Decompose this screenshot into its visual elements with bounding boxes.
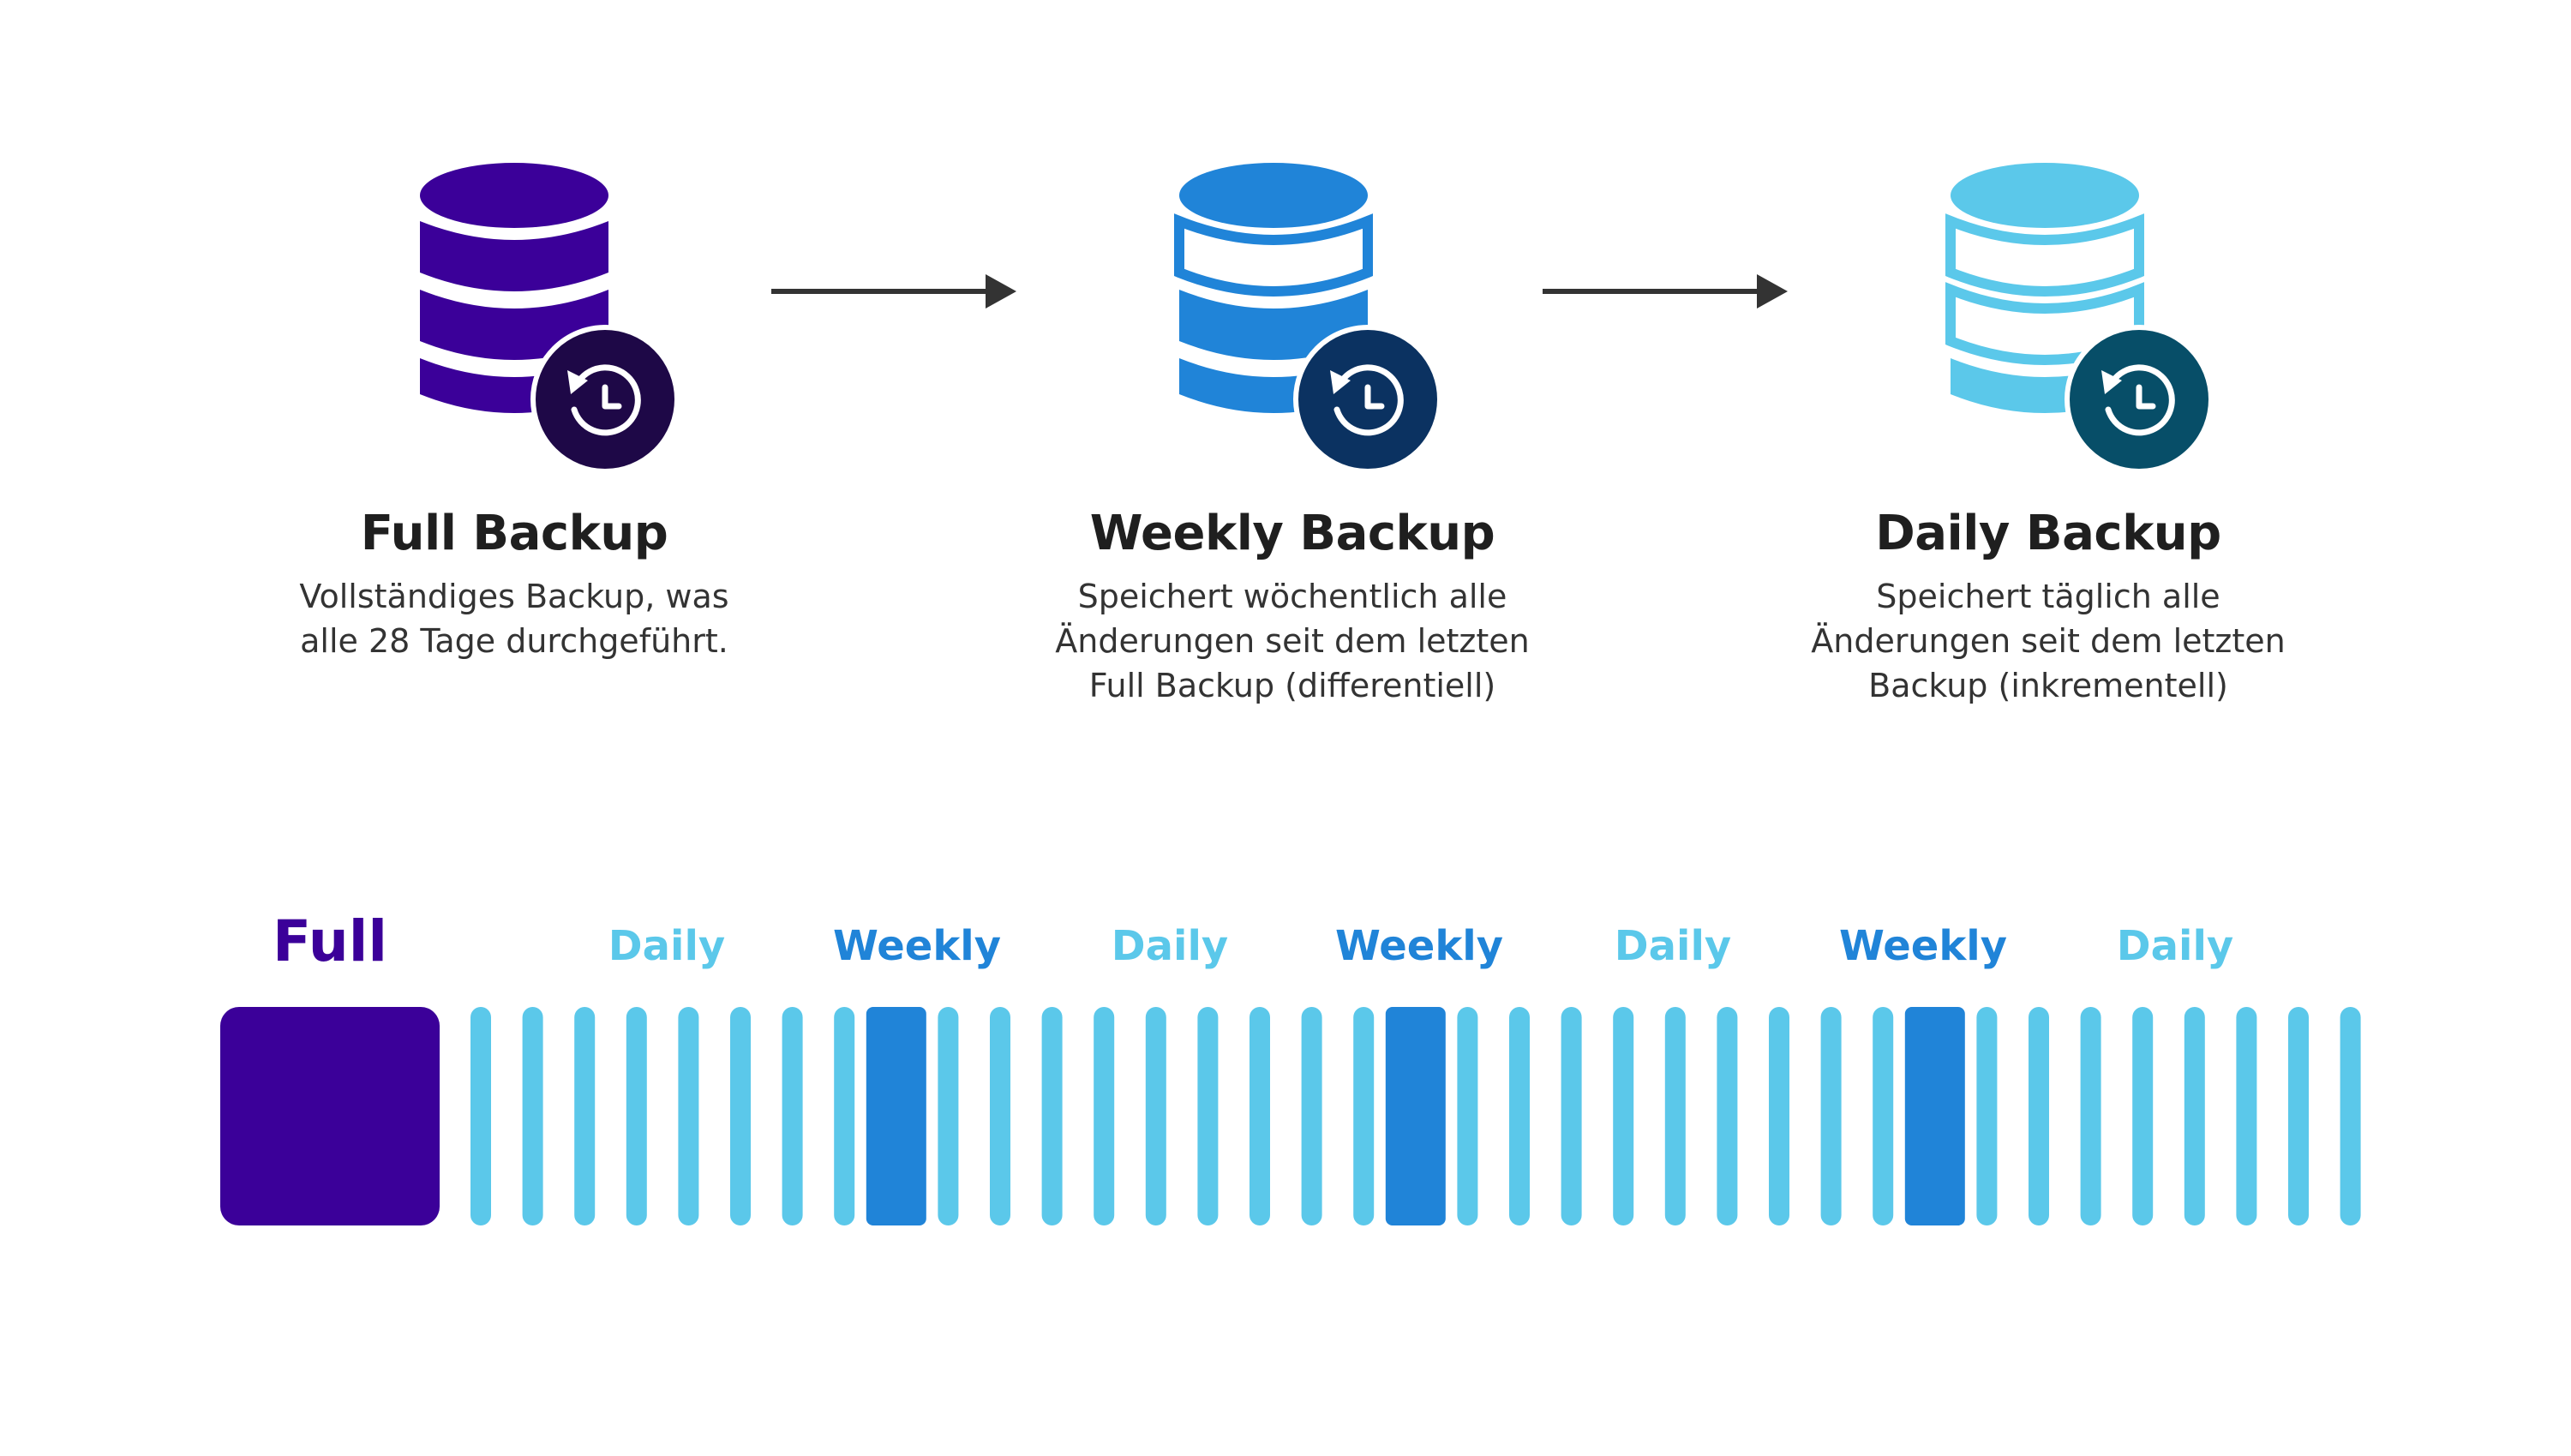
timeline-label-weekly: Weekly: [1838, 922, 2008, 970]
timeline-daily-bar: [1353, 1007, 1375, 1225]
backup-timeline: [220, 1007, 2361, 1225]
timeline-label-full: Full: [272, 908, 388, 974]
step-title: Weekly Backup: [1089, 506, 1495, 561]
restore-badge-icon: [1293, 325, 1442, 474]
step-description: Speichert täglich alle Änderungen seit d…: [1811, 578, 2286, 704]
timeline-daily-bar: [1873, 1007, 1894, 1225]
timeline-daily-bar: [2288, 1007, 2309, 1225]
timeline-label-daily: Daily: [1614, 922, 1732, 970]
timeline-daily-bar: [1457, 1007, 1478, 1225]
arrow-right-icon: [771, 274, 1016, 309]
timeline-daily-bar: [1613, 1007, 1634, 1225]
timeline-daily-bar: [1301, 1007, 1322, 1225]
timeline-daily-bar: [782, 1007, 803, 1225]
timeline-daily-bar: [2080, 1007, 2101, 1225]
timeline-daily-bar: [1769, 1007, 1789, 1225]
timeline-full-block: [220, 1007, 440, 1225]
step-title: Daily Backup: [1875, 506, 2221, 561]
restore-badge-icon: [530, 325, 680, 474]
timeline-daily-bar: [938, 1007, 959, 1225]
step-title: Full Backup: [360, 506, 668, 561]
timeline-label-daily: Daily: [1111, 922, 1229, 970]
timeline-label-daily: Daily: [608, 922, 726, 970]
timeline-daily-bar: [1664, 1007, 1686, 1225]
timeline-daily-bar: [626, 1007, 647, 1225]
timeline-labels: Full Daily Weekly Daily Weekly Daily Weekly Dai…: [0, 908, 2571, 1003]
timeline-daily-bar: [2132, 1007, 2154, 1225]
timeline-daily-bar: [2236, 1007, 2257, 1225]
step-description: Vollständiges Backup, was alle 28 Tage d…: [299, 578, 729, 660]
timeline-weekly-bar: [1904, 1007, 1965, 1225]
timeline-daily-bar: [2184, 1007, 2205, 1225]
timeline-daily-bar: [1145, 1007, 1166, 1225]
timeline-daily-bar: [2340, 1007, 2361, 1225]
backup-icons-row: [420, 163, 2214, 474]
timeline-label-weekly: Weekly: [832, 922, 1002, 970]
timeline-label-daily: Daily: [2116, 922, 2234, 970]
step-description: Speichert wöchentlich alle Änderungen se…: [1055, 578, 1530, 704]
timeline-daily-bar: [1820, 1007, 1842, 1225]
timeline-daily-bar: [2029, 1007, 2049, 1225]
timeline-daily-bar: [678, 1007, 699, 1225]
timeline-daily-bar: [730, 1007, 751, 1225]
arrow-right-icon: [1543, 274, 1788, 309]
timeline-daily-bar: [1197, 1007, 1219, 1225]
timeline-daily-bar: [574, 1007, 596, 1225]
timeline-daily-bar: [1250, 1007, 1270, 1225]
timeline-weekly-bar: [1385, 1007, 1446, 1225]
restore-badge-icon: [2065, 325, 2214, 474]
timeline-label-weekly: Weekly: [1334, 922, 1504, 970]
timeline-daily-bar: [1976, 1007, 1998, 1225]
timeline-daily-bar: [1041, 1007, 1063, 1225]
timeline-daily-bar: [1561, 1007, 1582, 1225]
timeline-daily-bar: [834, 1007, 855, 1225]
timeline-daily-bar: [1094, 1007, 1115, 1225]
timeline-daily-bar: [1509, 1007, 1530, 1225]
timeline-daily-bar: [470, 1007, 491, 1225]
timeline-daily-bar: [522, 1007, 543, 1225]
timeline-daily-bar: [990, 1007, 1010, 1225]
timeline-weekly-bar: [866, 1007, 926, 1225]
timeline-daily-bar: [1717, 1007, 1738, 1225]
